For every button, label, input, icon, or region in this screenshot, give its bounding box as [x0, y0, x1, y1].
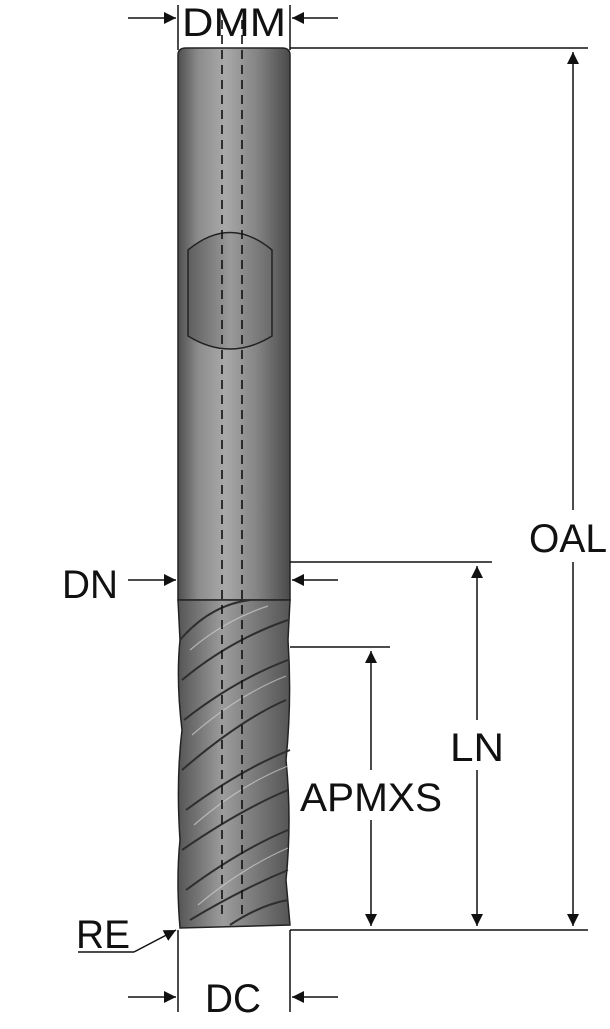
flute-helix-lines — [179, 599, 291, 926]
label-dn: DN — [62, 563, 118, 607]
label-apmxs: APMXS — [300, 776, 442, 820]
label-re: RE — [76, 913, 130, 957]
label-dmm: DMM — [182, 1, 286, 45]
label-oal: OAL — [529, 517, 607, 561]
end-mill-tool — [177, 20, 291, 929]
coolant-channel-lines — [221, 20, 243, 920]
dimension-labels: DMM OAL DN LN APMXS RE DC — [62, 1, 607, 1021]
tool-shank-flat — [187, 231, 273, 350]
tool-flutes — [177, 599, 291, 929]
label-ln: LN — [450, 726, 504, 770]
dimension-lines — [78, 5, 588, 1012]
label-dc: DC — [205, 977, 261, 1021]
